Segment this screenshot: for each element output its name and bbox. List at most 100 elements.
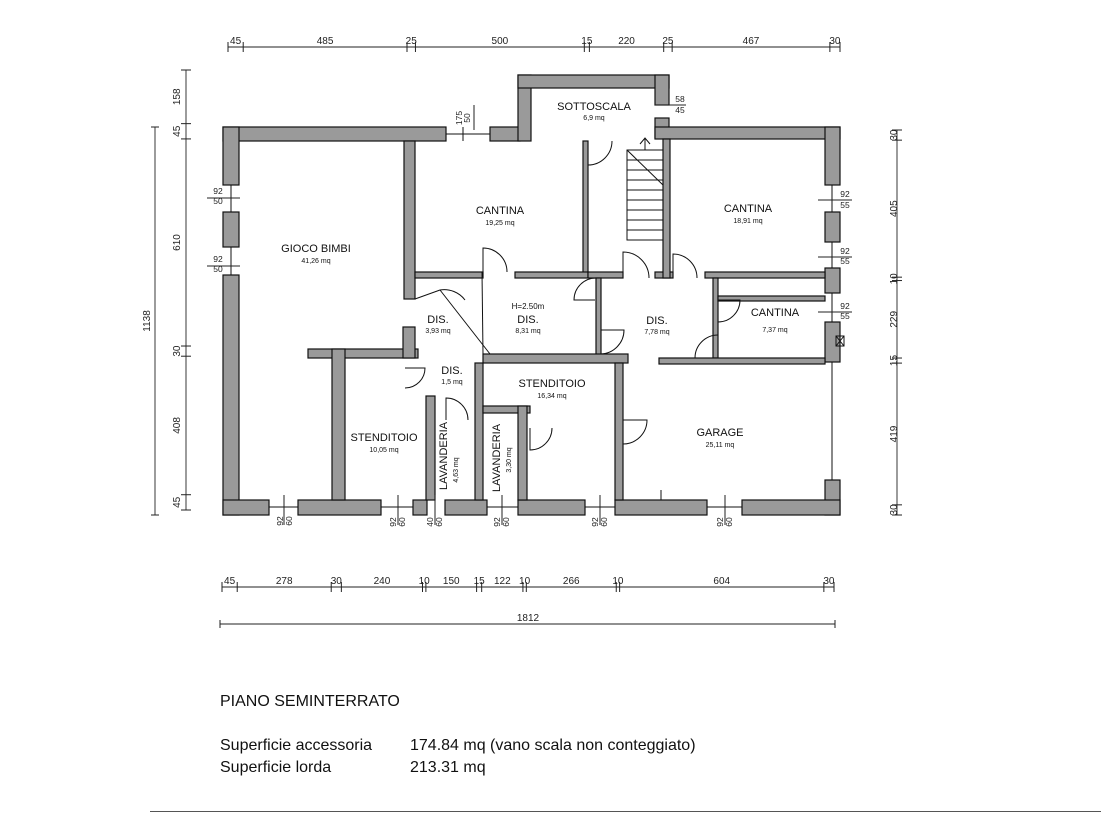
top-dim-value: 467 (743, 36, 760, 47)
top-dim-value: 500 (492, 36, 509, 47)
opening-top-w: 175 (454, 111, 464, 125)
wall-int-18 (474, 362, 484, 501)
room-labels: SOTTOSCALA 6,9 mq CANTINA 19,25 mq CANTI… (281, 101, 800, 492)
opening-bottom6-w: 92 (715, 517, 725, 527)
wall-int-17 (425, 395, 436, 501)
opening-top-h: 50 (462, 113, 472, 123)
wall-left-a (222, 126, 240, 186)
left-dim-value: 45 (172, 496, 183, 508)
floor-plan: SOTTOSCALA 6,9 mq CANTINA 19,25 mq CANTI… (142, 36, 902, 628)
room-dis-4: DIS. (441, 365, 462, 377)
room-cantina-3-area: 7,37 mq (762, 327, 787, 334)
opening-left1-w: 92 (213, 186, 223, 196)
room-lavanderia-2-area: 3,30 mq (506, 447, 513, 472)
bottom-dim-value: 10 (419, 576, 431, 587)
right-dim-value: 10 (889, 273, 900, 285)
opening-bottom6-h: 60 (724, 517, 734, 527)
bottom-dim-value: 10 (612, 576, 624, 587)
door-swing-7 (694, 334, 719, 359)
bottom-dim-value: 10 (519, 576, 531, 587)
room-sottoscala-area: 6,9 mq (583, 115, 605, 122)
bottom-dim-value: 604 (713, 576, 730, 587)
wall-int-15 (331, 348, 346, 501)
room-cantina-2: CANTINA (724, 203, 773, 215)
wall-int-4 (514, 271, 589, 279)
door-swing-2 (414, 289, 466, 301)
opening-right3-w: 92 (840, 301, 850, 311)
accessory-surface-label: Superficie accessoria (220, 737, 373, 754)
right-dim-value: 30 (889, 504, 900, 516)
right-dim-value: 405 (889, 200, 900, 217)
wall-int-16 (402, 326, 416, 359)
door-swing-4 (622, 251, 650, 279)
wall-int-3 (414, 271, 484, 279)
room-dis-4-area: 1,5 mq (441, 379, 463, 386)
bottom-dim-value: 278 (276, 576, 293, 587)
opening-bottom2-w: 92 (388, 517, 398, 527)
door-swing-9 (404, 367, 426, 389)
opening-bottom5-w: 92 (590, 517, 600, 527)
wall-bottom-4 (444, 499, 488, 516)
right-dim-value: 229 (889, 311, 900, 328)
opening-left2-h: 50 (213, 264, 223, 274)
room-dis-3-area: 7,78 mq (644, 329, 669, 336)
top-dim-value: 220 (618, 36, 635, 47)
wall-int-1 (403, 140, 416, 300)
bottom-dim-value: 266 (563, 576, 580, 587)
stair-break (626, 149, 664, 186)
wall-int-10 (595, 277, 602, 359)
opening-bottom5-h: 60 (599, 517, 609, 527)
wall-int-14 (307, 348, 419, 359)
wall-right-a (824, 126, 841, 186)
bottom-dim-value: 15 (474, 576, 486, 587)
room-stenditoio-2-area: 10,05 mq (369, 447, 398, 454)
room-lavanderia-1: LAVANDERIA (438, 421, 450, 490)
wall-bottom-6 (614, 499, 708, 516)
opening-right3-h: 55 (840, 311, 850, 321)
room-garage: GARAGE (696, 427, 743, 439)
stair-steps (627, 159, 663, 231)
staircase (626, 137, 664, 241)
service-box-cross (835, 335, 845, 347)
total-height-label: 1138 (142, 310, 153, 332)
opening-bottom4-w: 92 (492, 517, 502, 527)
wall-int-21 (614, 362, 624, 501)
left-dim-value: 45 (172, 125, 183, 137)
room-gioco-bimbi-area: 41,26 mq (301, 258, 330, 265)
top-dim-value: 45 (230, 36, 242, 47)
room-dis-1: DIS. (427, 314, 448, 326)
gross-surface-label: Superficie lorda (220, 759, 332, 776)
room-gioco-bimbi: GIOCO BIMBI (281, 243, 351, 255)
wall-int-9 (712, 277, 719, 359)
wall-int-20 (517, 405, 528, 501)
door-swing-11 (529, 427, 553, 451)
opening-right2-w: 92 (840, 246, 850, 256)
room-dis-1-area: 3,93 mq (425, 328, 450, 335)
floor-title: PIANO SEMINTERRATO (220, 693, 400, 710)
wall-int-8 (704, 271, 826, 279)
room-garage-area: 25,11 mq (706, 442, 735, 449)
bottom-dim-value: 30 (823, 576, 835, 587)
door-swing-13 (587, 140, 613, 166)
wall-left-c (222, 274, 240, 516)
bottom-dim-value: 45 (224, 576, 236, 587)
opening-dimensions: 175 50 58 45 92 50 92 50 92 55 92 55 92 … (207, 94, 852, 527)
door-swing-3 (573, 277, 597, 301)
top-dim-value: 25 (662, 36, 674, 47)
opening-right2-h: 55 (840, 256, 850, 266)
room-cantina-1: CANTINA (476, 205, 525, 217)
wall-bottom-5 (517, 499, 586, 516)
stair-frame (626, 149, 664, 241)
walls (222, 74, 841, 516)
wall-bottom-3 (412, 499, 428, 516)
diag-line (439, 289, 491, 355)
room-cantina-2-area: 18,91 mq (733, 218, 762, 225)
bottom-dim-value: 30 (331, 576, 343, 587)
wall-right-d (824, 321, 841, 363)
wall-top-mid (489, 126, 521, 142)
room-sottoscala: SOTTOSCALA (557, 101, 631, 113)
wall-int-11 (717, 295, 826, 302)
wall-stair-top (517, 74, 670, 89)
